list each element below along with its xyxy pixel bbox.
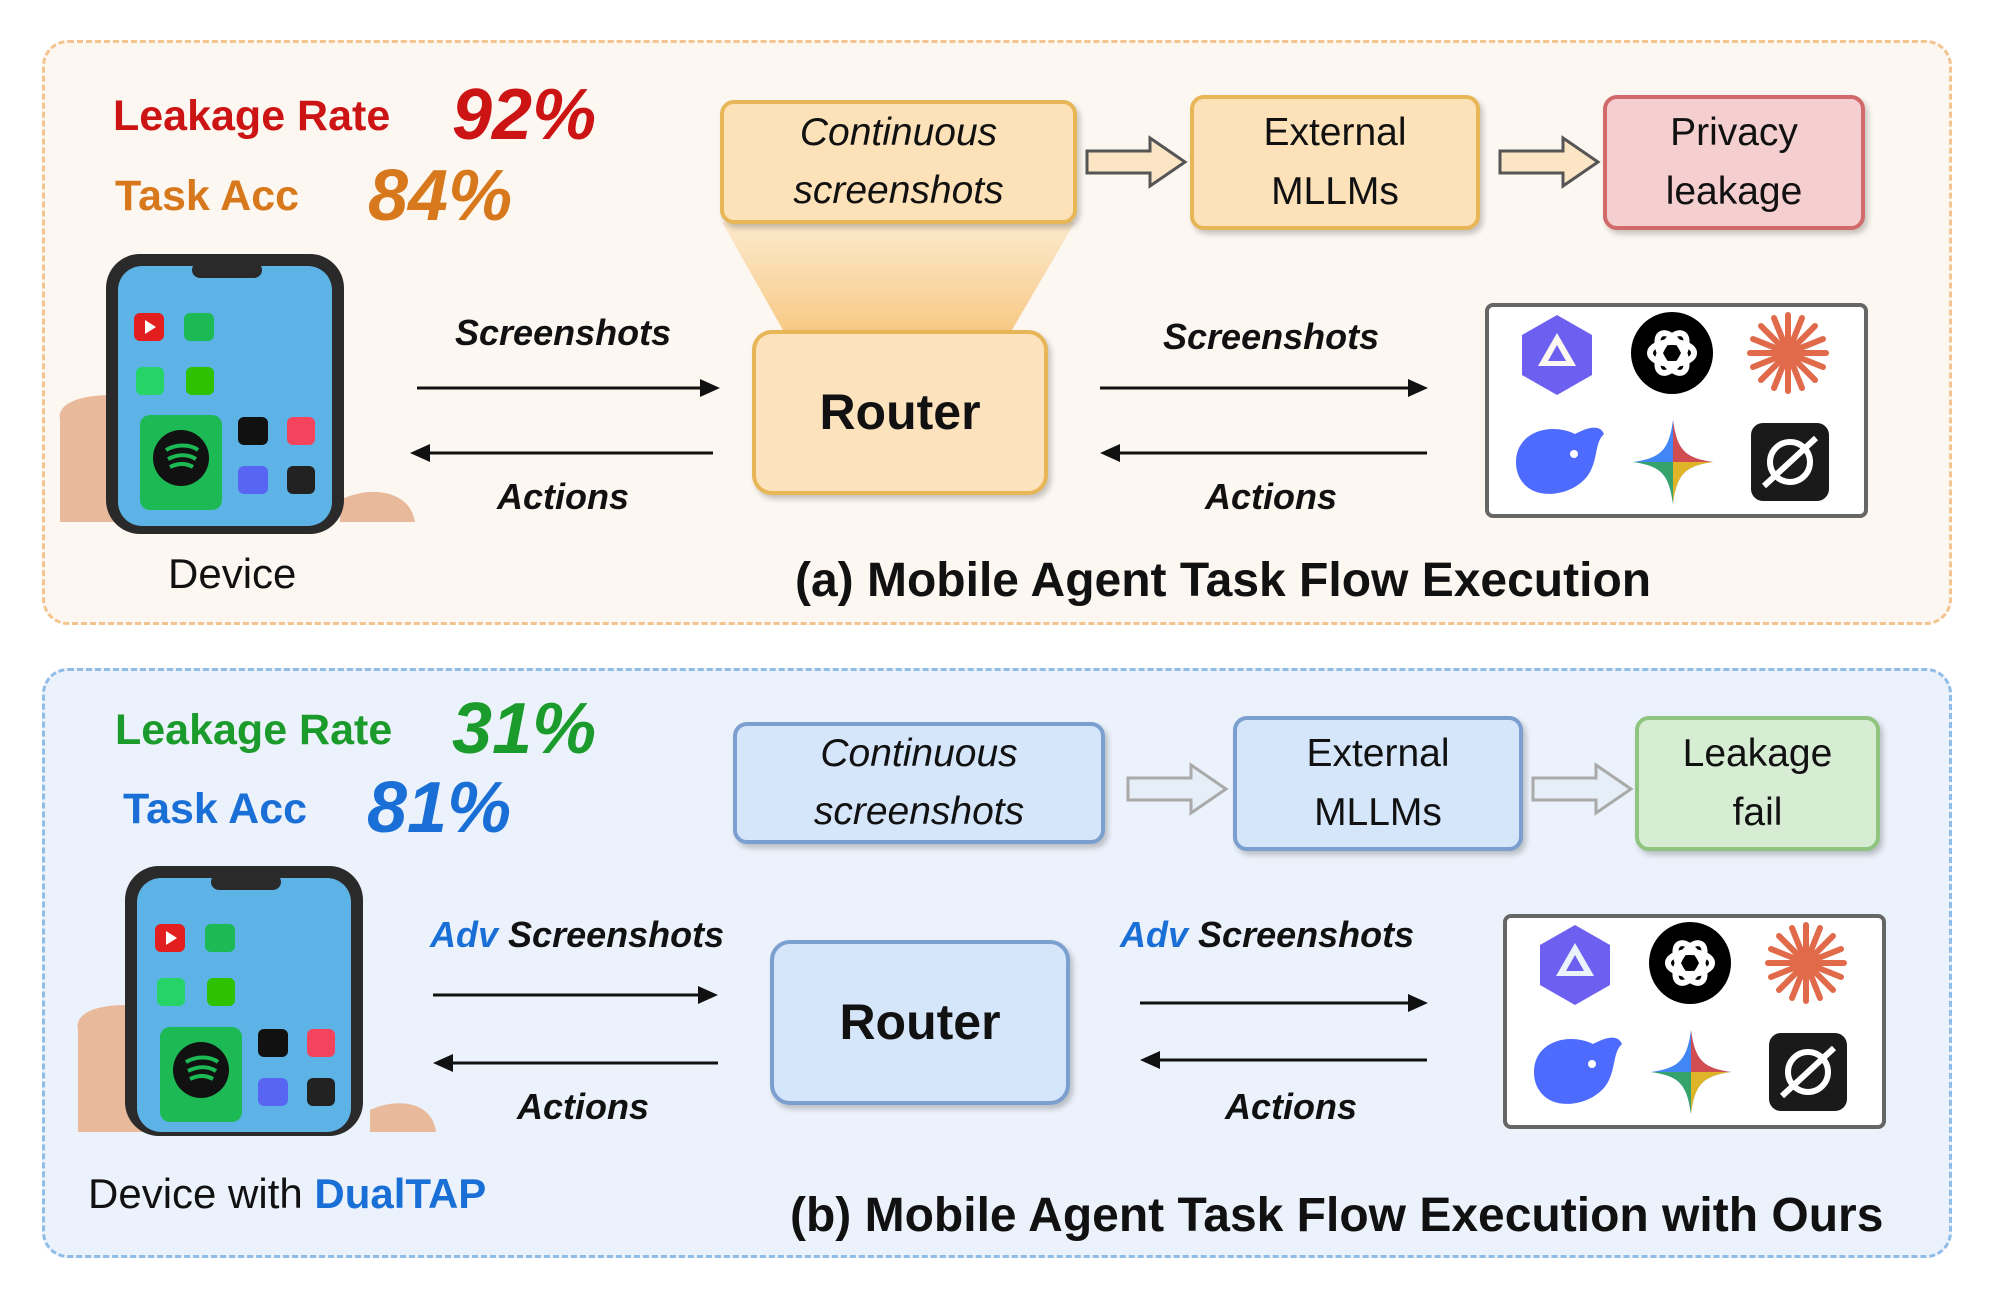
router-box: Router	[770, 940, 1070, 1105]
router-box: Router	[752, 330, 1048, 495]
privacy-leakage-box: Privacy leakage	[1603, 95, 1865, 230]
leakage-rate-label: Leakage Rate	[115, 706, 393, 754]
leakage-rate-value: 92%	[452, 75, 597, 155]
panel-b-caption: (b) Mobile Agent Task Flow Execution wit…	[790, 1189, 1884, 1242]
box-line: MLLMs	[1314, 790, 1442, 834]
box-line: Leakage	[1682, 732, 1833, 775]
qwen-icon	[1540, 925, 1610, 1005]
adv-prefix: Adv	[430, 914, 499, 955]
task-acc-label: Task Acc	[123, 785, 308, 833]
adv-screenshots-label: Adv Screenshots	[430, 914, 724, 956]
task-acc-value: 81%	[367, 768, 512, 848]
box-line: External	[1306, 732, 1450, 775]
gemini-icon	[1651, 1030, 1731, 1114]
continuous-screenshots-box: Continuous screenshots	[733, 722, 1105, 844]
actions-label: Actions	[1225, 1086, 1358, 1127]
claude-icon	[1765, 922, 1847, 1004]
device-caption: Device with DualTAP	[88, 1170, 486, 1218]
panel-a-caption: (a) Mobile Agent Task Flow Execution	[795, 554, 1652, 607]
openai-icon	[1631, 312, 1713, 394]
task-acc-label: Task Acc	[115, 172, 300, 220]
screenshots-label: Screenshots	[508, 914, 725, 955]
box-line: screenshots	[813, 790, 1025, 833]
qwen-icon	[1522, 315, 1592, 395]
leakage-rate-label: Leakage Rate	[113, 92, 391, 140]
box-line: screenshots	[793, 169, 1004, 212]
screenshots-label: Screenshots	[1198, 914, 1415, 955]
box-line: Continuous	[820, 731, 1018, 775]
gemini-icon	[1633, 420, 1713, 504]
box-line: Continuous	[799, 110, 998, 154]
box-line: fail	[1732, 790, 1783, 834]
continuous-screenshots-box: Continuous screenshots	[720, 100, 1077, 224]
grok-icon	[1751, 423, 1829, 501]
grok-icon	[1769, 1033, 1847, 1111]
screenshots-label: Screenshots	[455, 312, 672, 353]
actions-label: Actions	[1205, 476, 1338, 517]
adv-prefix: Adv	[1120, 914, 1189, 955]
leakage-rate-value: 31%	[452, 689, 597, 769]
box-line: Privacy	[1670, 111, 1798, 154]
task-acc-value: 84%	[368, 156, 513, 236]
claude-icon	[1747, 312, 1829, 394]
screenshots-label: Screenshots	[1163, 316, 1380, 357]
openai-icon	[1649, 922, 1731, 1004]
device-caption-prefix: Device with	[88, 1170, 315, 1217]
box-line: MLLMs	[1271, 169, 1399, 213]
deepseek-icon	[1534, 1037, 1622, 1104]
deepseek-icon	[1516, 427, 1604, 494]
box-line: leakage	[1665, 169, 1803, 213]
leakage-fail-box: Leakage fail	[1635, 716, 1880, 851]
actions-label: Actions	[517, 1086, 650, 1127]
actions-label: Actions	[497, 476, 630, 517]
adv-screenshots-label: Adv Screenshots	[1120, 914, 1414, 956]
box-line: External	[1263, 111, 1407, 154]
dualtap-brand: DualTAP	[314, 1170, 487, 1217]
device-caption: Device	[168, 550, 297, 597]
